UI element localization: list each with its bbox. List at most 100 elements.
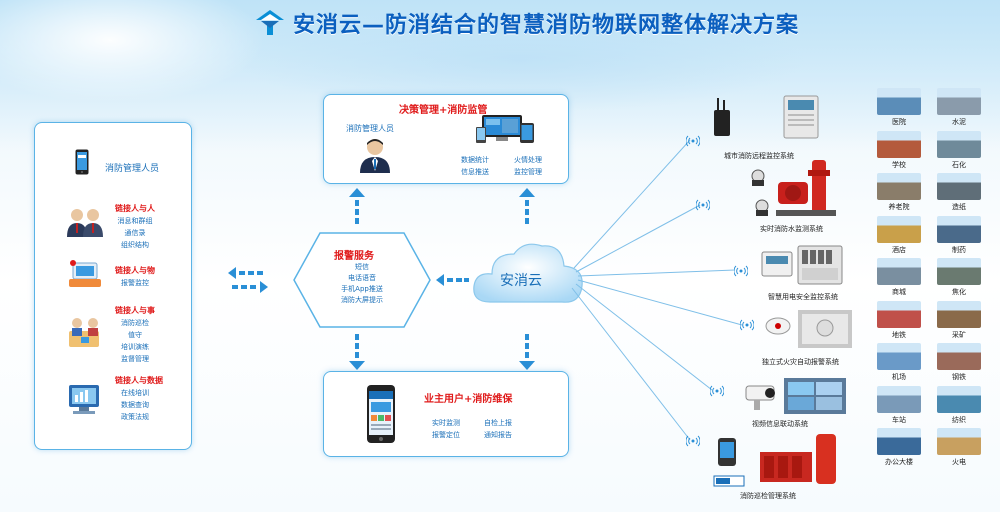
venue-photo xyxy=(877,215,921,243)
group-item: 监督管理 xyxy=(121,355,149,363)
venue-tile: 养老院 xyxy=(877,173,921,212)
feature-label: 火情处理 xyxy=(514,156,542,164)
venue-label: 水泥 xyxy=(952,118,966,126)
people-icon xyxy=(67,209,103,237)
venue-tile: 钢铁 xyxy=(937,343,981,382)
feature-label: 监控管理 xyxy=(514,168,542,176)
arrow-to-panel-icon xyxy=(228,267,268,293)
venue-tile: 纺织 xyxy=(937,385,981,425)
group-item: 培训演练 xyxy=(121,343,149,351)
alarm-item: 消防大屏提示 xyxy=(341,296,383,304)
venue-photo xyxy=(937,385,981,413)
cloud-icon xyxy=(473,243,583,303)
venue-tile: 地铁 xyxy=(877,300,921,340)
system-label: 视频信息联动系统 xyxy=(752,420,808,428)
venue-photo xyxy=(877,343,921,370)
venue-photo xyxy=(937,258,981,285)
venue-photo xyxy=(877,130,921,158)
inspection-device-icon xyxy=(713,434,836,487)
officer-avatar-icon xyxy=(360,139,390,173)
system-label: 独立式火灾自动报警系统 xyxy=(762,358,839,366)
alarm-title: 报警服务 xyxy=(334,251,374,262)
venue-tile: 商城 xyxy=(877,258,921,297)
venue-tile: 酒店 xyxy=(877,215,921,255)
group-item: 组织结构 xyxy=(121,241,149,249)
remote-monitor-device-icon xyxy=(714,95,819,139)
venue-label: 地铁 xyxy=(892,330,906,339)
venue-photo xyxy=(937,173,981,200)
alarm-item: 手机App推送 xyxy=(341,285,383,293)
venue-tile: 车站 xyxy=(877,385,921,425)
group-item: 在线培训 xyxy=(121,389,149,397)
decision-box-title: 决策管理+消防监管 xyxy=(399,105,488,116)
system-label: 智慧用电安全监控系统 xyxy=(768,293,838,301)
venue-photo xyxy=(877,88,921,115)
venue-tile: 办公大楼 xyxy=(877,428,921,467)
workflow-icon xyxy=(69,318,99,347)
manager-label: 消防管理人员 xyxy=(346,124,394,133)
venue-label: 车站 xyxy=(892,415,906,424)
video-camera-icon xyxy=(745,378,846,414)
arrow-up-icon xyxy=(519,188,535,224)
feature-label: 实时监测 xyxy=(432,419,460,427)
system-label: 实时消防水监测系统 xyxy=(760,225,823,233)
panel-header: 消防管理人员 xyxy=(105,164,160,174)
monitor-devices-icon xyxy=(476,115,534,143)
group-item: 数据查询 xyxy=(121,401,149,409)
venue-photo xyxy=(937,215,981,243)
venue-label: 石化 xyxy=(952,160,966,169)
venue-photo xyxy=(937,88,981,115)
group-item: 值守 xyxy=(128,331,142,339)
group-title-things: 链接人与物 xyxy=(115,266,155,275)
feature-label: 数据统计 xyxy=(461,156,489,164)
venue-tile: 制药 xyxy=(937,215,981,255)
title-bar: 安消云—防消结合的智慧消防物联网整体解决方案 xyxy=(255,6,799,40)
venue-photo xyxy=(937,428,981,455)
alarm-items: 短信 电话语音 手机App推送 消防大屏提示 xyxy=(322,262,402,306)
water-monitor-device-icon xyxy=(751,160,836,216)
arrow-down-icon xyxy=(519,334,535,370)
wireless-signal-icon xyxy=(686,435,700,447)
system-label: 城市消防远程监控系统 xyxy=(724,152,794,160)
venue-label: 火电 xyxy=(952,458,966,466)
venue-label: 医院 xyxy=(892,118,906,126)
arrow-up-icon xyxy=(349,188,365,224)
wireless-signal-icon xyxy=(686,135,700,147)
feature-label: 自检上报 xyxy=(484,419,512,427)
venue-label: 焦化 xyxy=(952,288,966,296)
electrical-safety-device-icon xyxy=(761,245,843,285)
decision-box: 决策管理+消防监管 消防管理人员 数据统计 火情处理 信息推送 监控管理 xyxy=(323,94,569,184)
venue-tile: 机场 xyxy=(877,343,921,382)
wireless-signal-icon xyxy=(696,199,710,211)
group-title-affairs: 链接人与事 xyxy=(115,306,155,315)
venue-photo xyxy=(877,385,921,413)
group-item: 报警监控 xyxy=(121,279,149,287)
mobile-app-icon xyxy=(367,385,395,443)
group-item: 通信录 xyxy=(124,229,146,237)
alarm-item: 短信 xyxy=(355,263,369,271)
arrow-left-icon xyxy=(436,274,469,286)
venue-tile: 学校 xyxy=(877,130,921,170)
group-item: 消防巡检 xyxy=(121,319,149,327)
venue-photo xyxy=(877,428,921,455)
venue-photo xyxy=(877,300,921,328)
venue-label: 学校 xyxy=(892,160,906,169)
venue-label: 造纸 xyxy=(952,203,966,211)
venue-photo xyxy=(937,300,981,328)
venue-tile: 焦化 xyxy=(937,258,981,297)
group-title-people: 链接人与人 xyxy=(115,204,155,213)
feature-label: 通知报告 xyxy=(484,431,512,439)
venue-tile: 石化 xyxy=(937,130,981,170)
data-screen-icon xyxy=(69,385,99,414)
venue-label: 采矿 xyxy=(952,330,966,339)
arrow-down-icon xyxy=(349,334,365,370)
venue-label: 酒店 xyxy=(892,245,906,254)
group-item: 消息和群组 xyxy=(117,217,153,225)
group-item: 政策法规 xyxy=(121,413,149,421)
venue-tile: 医院 xyxy=(877,88,921,127)
owner-box-title: 业主用户+消防维保 xyxy=(424,394,513,405)
smartphone-icon xyxy=(75,149,89,175)
system-label: 消防巡检管理系统 xyxy=(740,492,796,500)
venue-tile: 水泥 xyxy=(937,88,981,127)
